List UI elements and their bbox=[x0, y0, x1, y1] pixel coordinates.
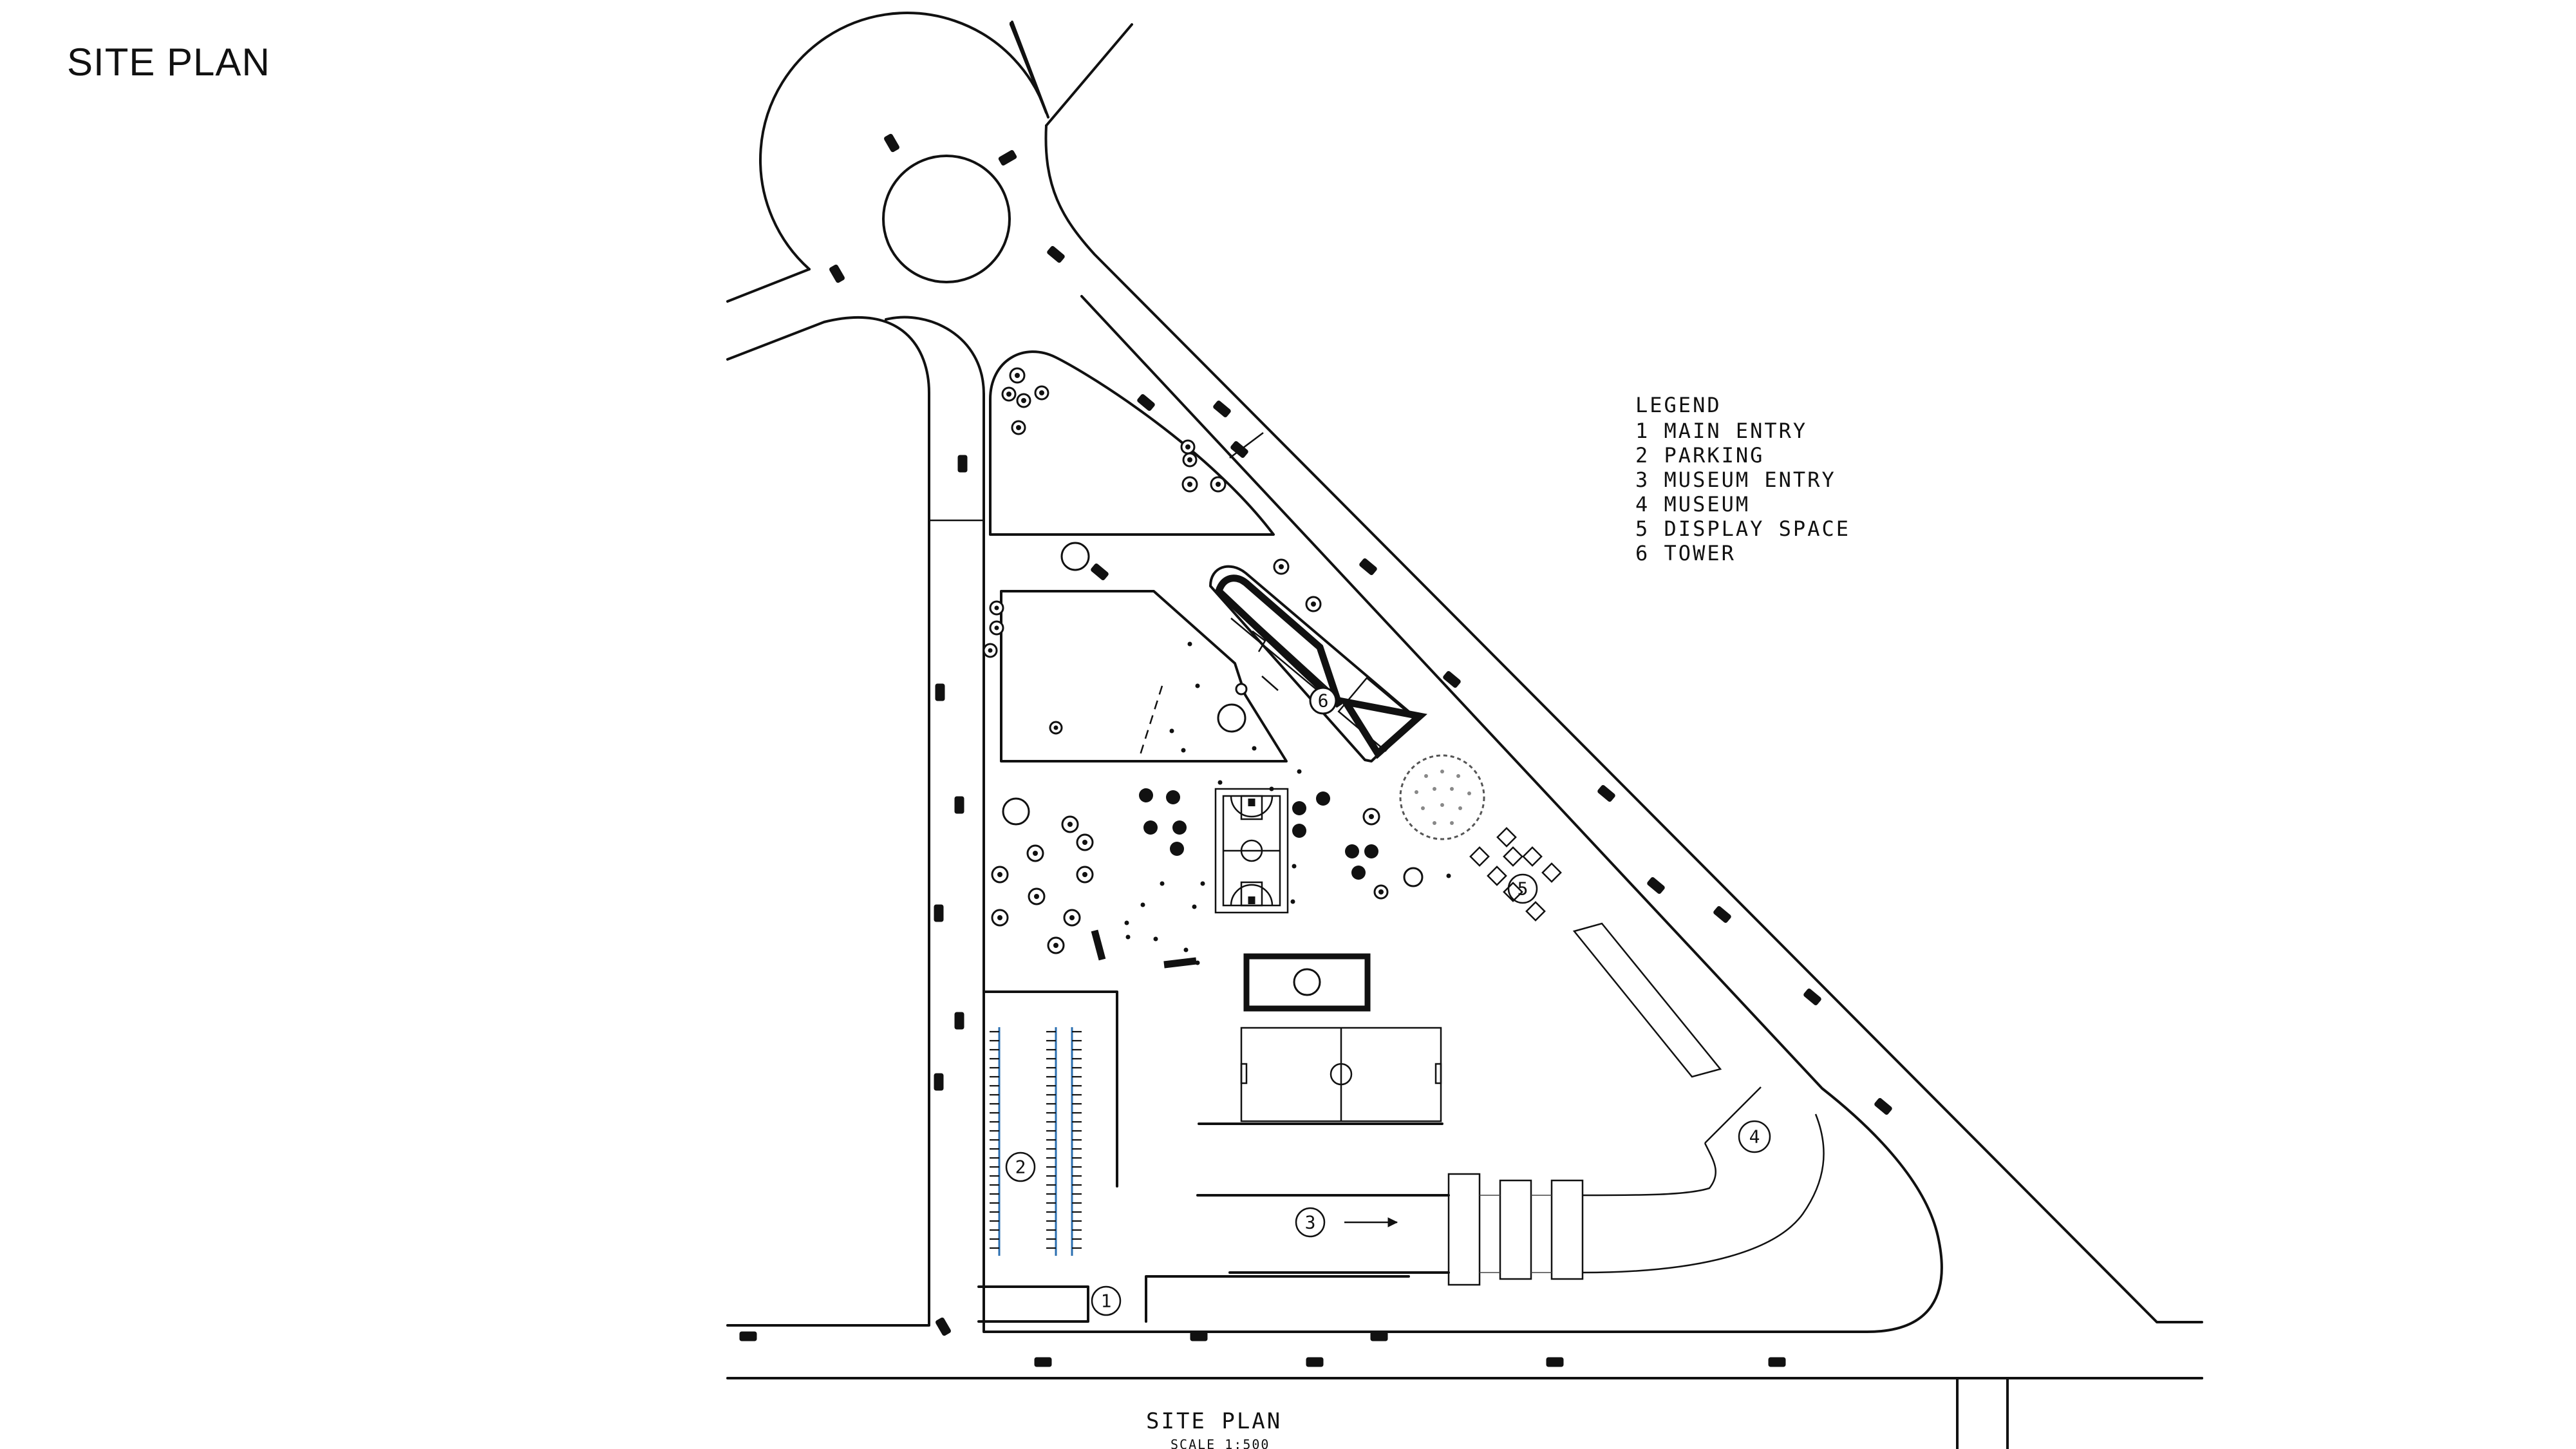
car bbox=[1137, 394, 1155, 411]
parking-lot bbox=[977, 990, 1410, 1323]
car bbox=[1047, 246, 1065, 263]
car bbox=[1306, 1357, 1324, 1367]
svg-text:1: 1 bbox=[1101, 1291, 1112, 1312]
car bbox=[954, 796, 964, 814]
road-network bbox=[726, 12, 2203, 1449]
car bbox=[935, 1317, 951, 1336]
legend-item: 6 TOWER bbox=[1635, 541, 1736, 565]
marker-museum-entry: 3 bbox=[1295, 1207, 1326, 1238]
north-garden bbox=[989, 350, 1275, 536]
car bbox=[1647, 877, 1665, 894]
car bbox=[1359, 558, 1377, 575]
marker-tower: 6 bbox=[1309, 687, 1337, 715]
legend-item: 3 MUSEUM ENTRY bbox=[1635, 468, 1836, 492]
football-field bbox=[1198, 1027, 1443, 1125]
page-title: SITE PLAN bbox=[67, 41, 270, 84]
car bbox=[829, 264, 845, 283]
legend-title: LEGEND bbox=[1635, 393, 1722, 417]
car bbox=[1190, 1331, 1208, 1341]
car bbox=[1874, 1098, 1892, 1115]
vehicles bbox=[739, 133, 1892, 1367]
museum bbox=[1196, 1086, 1825, 1286]
car bbox=[884, 133, 899, 153]
car bbox=[739, 1331, 757, 1341]
car bbox=[957, 455, 968, 473]
car bbox=[1768, 1357, 1786, 1367]
car bbox=[1213, 401, 1231, 417]
car bbox=[1713, 906, 1731, 923]
car bbox=[934, 1073, 944, 1091]
caption-scale: SCALE 1:500 bbox=[1170, 1437, 1270, 1449]
car bbox=[934, 904, 944, 922]
svg-text:5: 5 bbox=[1518, 878, 1528, 900]
car bbox=[1370, 1331, 1388, 1341]
legend-item: 4 MUSEUM bbox=[1635, 492, 1750, 516]
marker-display-space: 5 bbox=[1507, 873, 1538, 904]
fountain-pool bbox=[1243, 953, 1371, 1012]
car bbox=[1230, 441, 1248, 458]
svg-text:3: 3 bbox=[1305, 1212, 1316, 1233]
plaza-trees bbox=[991, 641, 1451, 969]
marker-museum: 4 bbox=[1738, 1120, 1771, 1153]
car bbox=[1597, 785, 1615, 802]
legend-item: 2 PARKING bbox=[1635, 443, 1764, 468]
car bbox=[1091, 564, 1109, 580]
svg-text:4: 4 bbox=[1749, 1126, 1760, 1148]
svg-text:6: 6 bbox=[1318, 690, 1329, 712]
legend-item: 5 DISPLAY SPACE bbox=[1635, 516, 1850, 541]
central-block bbox=[982, 542, 1288, 762]
caption-title: SITE PLAN bbox=[1146, 1408, 1282, 1434]
basketball-court bbox=[1214, 788, 1289, 914]
marker-main-entry: 1 bbox=[1091, 1285, 1122, 1316]
display-space bbox=[1399, 754, 1722, 1078]
car bbox=[1546, 1357, 1564, 1367]
legend-item: 1 MAIN ENTRY bbox=[1635, 419, 1807, 443]
drawing-caption: SITE PLAN SCALE 1:500 bbox=[1146, 1408, 1282, 1449]
tower bbox=[1209, 558, 1427, 762]
car bbox=[1443, 671, 1461, 688]
car bbox=[935, 683, 945, 701]
car bbox=[1803, 989, 1821, 1005]
car bbox=[954, 1012, 964, 1030]
car bbox=[1034, 1357, 1052, 1367]
svg-text:2: 2 bbox=[1015, 1157, 1026, 1178]
marker-parking: 2 bbox=[1005, 1151, 1036, 1182]
plan-markers: 1 2 3 4 5 6 bbox=[1005, 687, 1771, 1316]
legend: LEGEND 1 MAIN ENTRY 2 PARKING 3 MUSEUM E… bbox=[1635, 393, 1850, 565]
car bbox=[998, 150, 1017, 166]
